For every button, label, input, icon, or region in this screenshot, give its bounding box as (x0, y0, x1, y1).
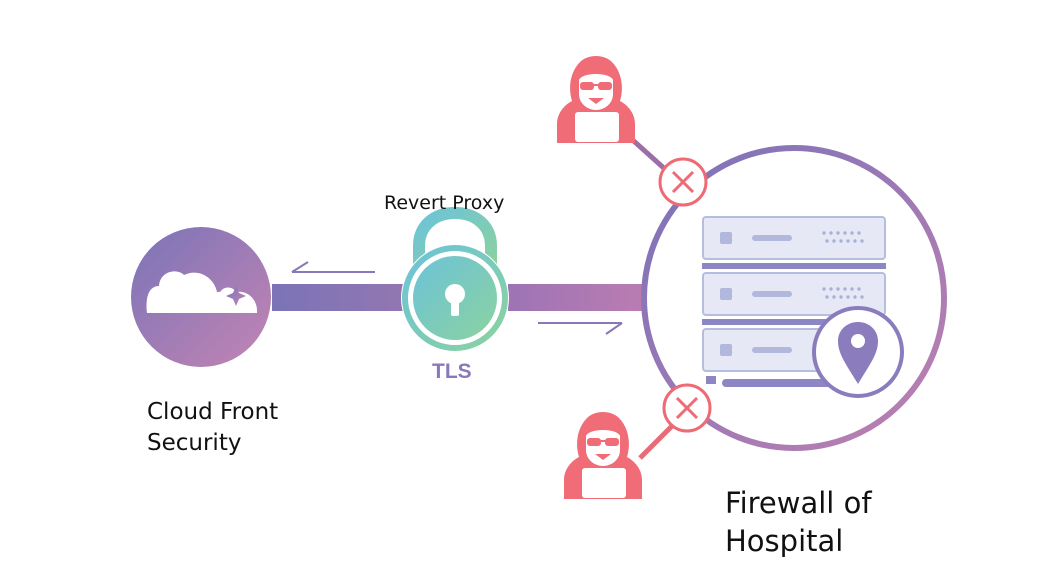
attack-line-bottom (638, 423, 675, 460)
reverse-proxy-label: Revert Proxy (384, 192, 505, 214)
cloud-front-security-label: Cloud Front Security (147, 397, 278, 459)
x-circle-icon (658, 157, 708, 207)
x-circle-icon (662, 383, 712, 433)
firewall-label-line-2: Hospital (725, 524, 844, 558)
padlock-icon (401, 206, 509, 352)
tls-label: TLS (432, 360, 472, 383)
firewall-of-hospital-label: Firewall of Hospital (725, 484, 872, 560)
connector-bar-left (272, 284, 404, 311)
connector-bar-right (508, 284, 648, 311)
hooded-hacker-icon (557, 56, 635, 143)
arrow-right-icon (538, 322, 623, 335)
cloud-label-line-2: Security (147, 430, 242, 456)
map-pin-icon (812, 306, 904, 398)
cloud-label-line-1: Cloud Front (147, 399, 279, 425)
arrow-left-icon (291, 261, 375, 273)
firewall-label-line-1: Firewall of (725, 486, 872, 520)
hooded-hacker-icon (564, 412, 642, 499)
cloud-icon (131, 227, 271, 367)
